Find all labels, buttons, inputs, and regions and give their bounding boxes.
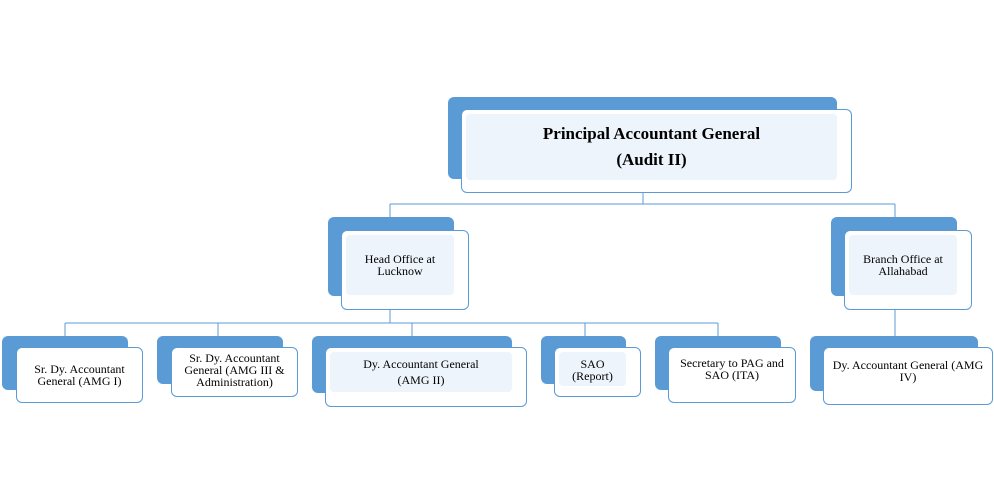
child-2-line2: General (AMG III & [184,363,285,377]
head-office-label-line2: Lucknow [377,264,423,278]
child-2-line1: Sr. Dy. Accountant [189,351,280,365]
node-panel: Principal Accountant General (Audit II) [466,114,837,180]
child-2-line3: Administration) [196,375,273,389]
branch-child-line2: IV) [899,370,917,384]
child-1-line1: Sr. Dy. Accountant [34,362,125,376]
node-card: Dy. Accountant General (AMG II) [325,347,527,407]
node-card: Secretary to PAG and SAO (ITA) [668,347,796,403]
child-5-line2: SAO (ITA) [704,368,760,382]
node-card: Branch Office at Allahabad [844,230,972,310]
child-3-line1: Dy. Accountant General [363,357,479,371]
node-card: Sr. Dy. Accountant General (AMG III & Ad… [171,347,298,397]
node-panel: Dy. Accountant General (AMG II) [330,352,512,392]
node-panel: Head Office at Lucknow [346,235,454,295]
head-office-label-line1: Head Office at [364,252,436,266]
node-head-office: Head Office at Lucknow [328,217,469,310]
node-sr-dy-ag-amg-i: Sr. Dy. Accountant General (AMG I) [2,336,143,403]
node-panel: Secretary to PAG and SAO (ITA) [673,352,791,386]
node-panel: Dy. Accountant General (AMG IV) [828,352,988,390]
node-card: Dy. Accountant General (AMG IV) [823,347,993,405]
node-panel: Sr. Dy. Accountant General (AMG I) [21,352,138,398]
node-dy-ag-amg-ii: Dy. Accountant General (AMG II) [312,336,527,407]
branch-office-label-line1: Branch Office at [863,252,943,266]
root-title: Principal Accountant General [542,124,761,143]
child-1-line2: General (AMG I) [37,374,122,388]
node-card: SAO (Report) [554,347,641,397]
root-subtitle: (Audit II) [616,150,687,169]
node-card: Sr. Dy. Accountant General (AMG I) [16,347,143,403]
child-3-line2: (AMG II) [397,373,445,387]
node-card: Head Office at Lucknow [341,230,469,310]
branch-child-line1: Dy. Accountant General (AMG [832,358,984,372]
node-dy-ag-amg-iv: Dy. Accountant General (AMG IV) [810,336,994,405]
node-sr-dy-ag-amg-iii-admin: Sr. Dy. Accountant General (AMG III & Ad… [157,336,298,397]
node-principal-accountant-general: Principal Accountant General (Audit II) [448,97,852,193]
child-5-line1: Secretary to PAG and [680,356,784,370]
node-sao-report: SAO (Report) [541,336,641,397]
node-card: Principal Accountant General (Audit II) [461,109,852,193]
branch-office-label-line2: Allahabad [878,264,928,278]
node-secretary-to-pag: Secretary to PAG and SAO (ITA) [655,336,796,403]
node-panel: Branch Office at Allahabad [849,235,957,295]
node-branch-office: Branch Office at Allahabad [831,217,972,310]
node-panel: Sr. Dy. Accountant General (AMG III & Ad… [176,352,293,392]
node-panel: SAO (Report) [559,352,626,386]
child-4-line1: SAO (Report) [572,357,613,383]
